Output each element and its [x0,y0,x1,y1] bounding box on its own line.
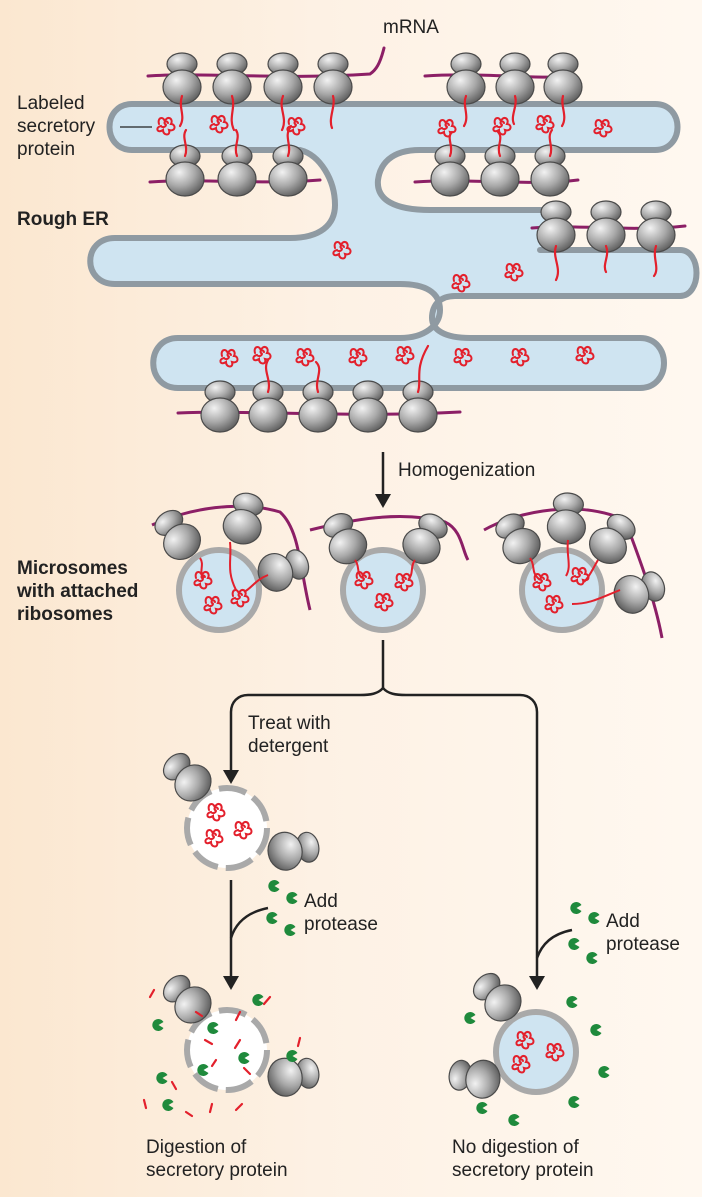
microsome-3 [483,490,671,639]
protease [156,1072,168,1084]
protease [590,1024,602,1036]
ribosome [218,488,270,549]
branch-arrows [229,640,573,980]
protease [286,892,298,904]
protease [252,994,264,1006]
microsome-2 [309,506,470,633]
nascent-chain [230,94,236,132]
label-add-protease-right: Add protease [606,911,680,955]
arrowhead-detergent [223,770,239,784]
protease [476,1102,488,1114]
arrowhead-left [223,976,239,990]
nascent-chain [264,358,271,394]
nascent-chain [280,94,286,132]
protease-merge-right [535,928,573,959]
label-digestion-result: Digestion of secretory protein [146,1137,288,1181]
arrowhead-right [529,976,545,990]
protease-cluster-left [266,880,298,936]
rough-er [87,101,700,391]
label-mrna: mRNA [383,17,439,38]
protease [568,938,580,950]
protease [268,880,280,892]
protease-merge-left [229,906,269,939]
protease [566,996,578,1008]
ribosome [200,380,240,433]
ribosome [536,200,576,253]
ribosome [545,490,589,547]
ribosome [586,200,626,253]
ribosome [636,200,676,253]
homogenization-arrow [375,452,391,508]
nascent-chain [553,244,560,282]
nascent-chain [183,128,188,158]
protease [162,1099,174,1111]
protease [588,912,600,924]
ribosome [348,380,388,433]
protease [152,1019,164,1031]
label-treat-with-detergent: Treat with detergent [248,713,331,757]
er-lumen [87,101,700,391]
nascent-chain [603,244,609,274]
label-rough-er: Rough ER [17,209,109,230]
nascent-chain [560,94,566,128]
protease [508,1114,520,1126]
detergent-microsome [154,744,323,874]
protease [586,952,598,964]
nascent-chains [178,94,658,394]
label-add-protease-left: Add protease [304,891,378,935]
peptide-fragments [142,988,302,1118]
label-labeled-secretory-protein: Labeled secretory protein [17,93,96,160]
nascent-chain [329,94,335,130]
protease [266,912,278,924]
intact-microsome [445,964,610,1126]
arrowheads [223,770,545,990]
label-homogenization: Homogenization [398,460,536,481]
nascent-chain [234,128,239,158]
label-no-digestion-result: No digestion of secretory protein [452,1137,594,1181]
nascent-chain [548,128,554,158]
protease [464,1012,476,1024]
branch-left [229,687,384,775]
nascent-chain [416,344,430,394]
microsome-1 [146,488,315,633]
protease [568,1096,580,1108]
protease [598,1066,610,1078]
label-microsomes: Microsomes with attached ribosomes [17,558,139,625]
nascent-chain [652,244,658,278]
protease [284,924,296,936]
nascent-chain [314,360,321,394]
nascent-chain [178,94,184,128]
protease [570,902,582,914]
ribosome [264,826,323,874]
branch-right [382,687,539,980]
protease-cluster-right [568,902,600,964]
nascent-chain [511,94,517,126]
digested-microsome [142,966,323,1118]
nascent-chain [462,94,468,128]
